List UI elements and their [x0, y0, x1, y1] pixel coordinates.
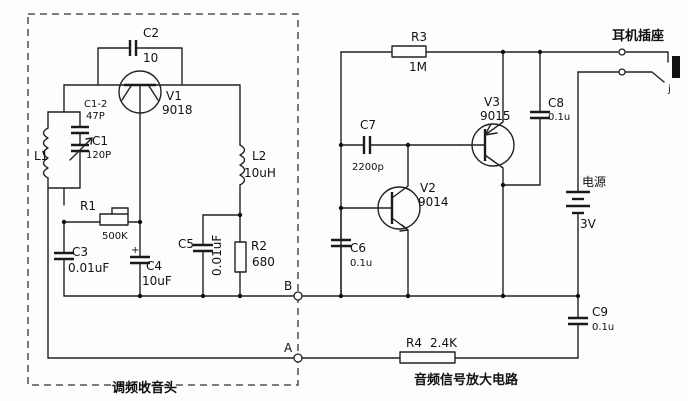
c5-value: 0.01uF — [210, 235, 224, 276]
l1-inductor — [42, 127, 49, 179]
receiver-module-border — [27, 13, 299, 386]
power-label: 电源 — [582, 175, 606, 189]
amplifier-section: R3 1M C7 2200p V2 9014 C6 0.1u V3 9015 — [301, 30, 619, 364]
r4-name: R4 — [406, 336, 422, 350]
c1-2-name: C1-2 — [84, 99, 107, 110]
c2-name: C2 — [143, 26, 159, 40]
v2-value: 9014 — [418, 195, 449, 209]
v3-value: 9015 — [480, 109, 511, 123]
power-value: 3V — [580, 217, 597, 231]
r1-resistor — [99, 213, 129, 226]
l2-name: L2 — [252, 149, 266, 163]
l1-name: L1 — [34, 149, 48, 163]
r2-value: 680 — [252, 255, 275, 269]
v3-name: V3 — [484, 95, 500, 109]
amplifier-section-title: 音频信号放大电路 — [414, 372, 519, 388]
c7-value: 2200p — [352, 162, 384, 173]
r1-value: 500K — [102, 231, 128, 242]
v2-name: V2 — [420, 181, 436, 195]
v1-name: V1 — [166, 89, 182, 103]
c9-name: C9 — [592, 305, 608, 319]
c8-value: 0.1u — [548, 112, 570, 123]
c9-value: 0.1u — [592, 322, 614, 333]
c1-2-value: 47P — [86, 111, 105, 122]
c6-value: 0.1u — [350, 258, 372, 269]
c4-value: 10uF — [142, 274, 172, 288]
receiver-section-title: 调频收音头 — [112, 380, 177, 396]
earphone-jack-label: 耳机插座 — [612, 28, 664, 44]
c8-name: C8 — [548, 96, 564, 110]
l2-inductor — [239, 144, 246, 186]
c3-name: C3 — [72, 245, 88, 259]
r3-name: R3 — [411, 30, 427, 44]
earphone-jack: 耳机插座 j — [612, 28, 680, 95]
c4-name: C4 — [146, 259, 162, 273]
c3-value: 0.01uF — [68, 261, 109, 275]
terminal-a — [293, 353, 303, 363]
c6-name: C6 — [350, 241, 366, 255]
c1-name: C1 — [92, 134, 108, 148]
r3-resistor — [391, 45, 427, 58]
r2-resistor — [234, 241, 247, 273]
c5-name: C5 — [178, 237, 194, 251]
r4-value: 2.4K — [430, 336, 458, 350]
r3-value: 1M — [409, 60, 427, 74]
c7-name: C7 — [360, 118, 376, 132]
jack-plug — [672, 56, 680, 78]
terminal-b-label: B — [284, 279, 292, 293]
r2-name: R2 — [251, 239, 267, 253]
c2-value: 10 — [143, 51, 158, 65]
jack-pin-label: j — [667, 84, 671, 95]
terminal-b — [293, 291, 303, 301]
l2-value: 10uH — [244, 166, 276, 180]
r4-resistor — [399, 351, 456, 364]
r1-name: R1 — [80, 199, 96, 213]
v1-value: 9018 — [162, 103, 193, 117]
svg-text:+: + — [131, 245, 139, 256]
terminal-a-label: A — [284, 341, 293, 355]
c1-value: 120P — [86, 150, 111, 161]
fm-receiver-section: C2 10 V1 9018 C1-2 47P C1 120P L1 — [34, 26, 299, 359]
